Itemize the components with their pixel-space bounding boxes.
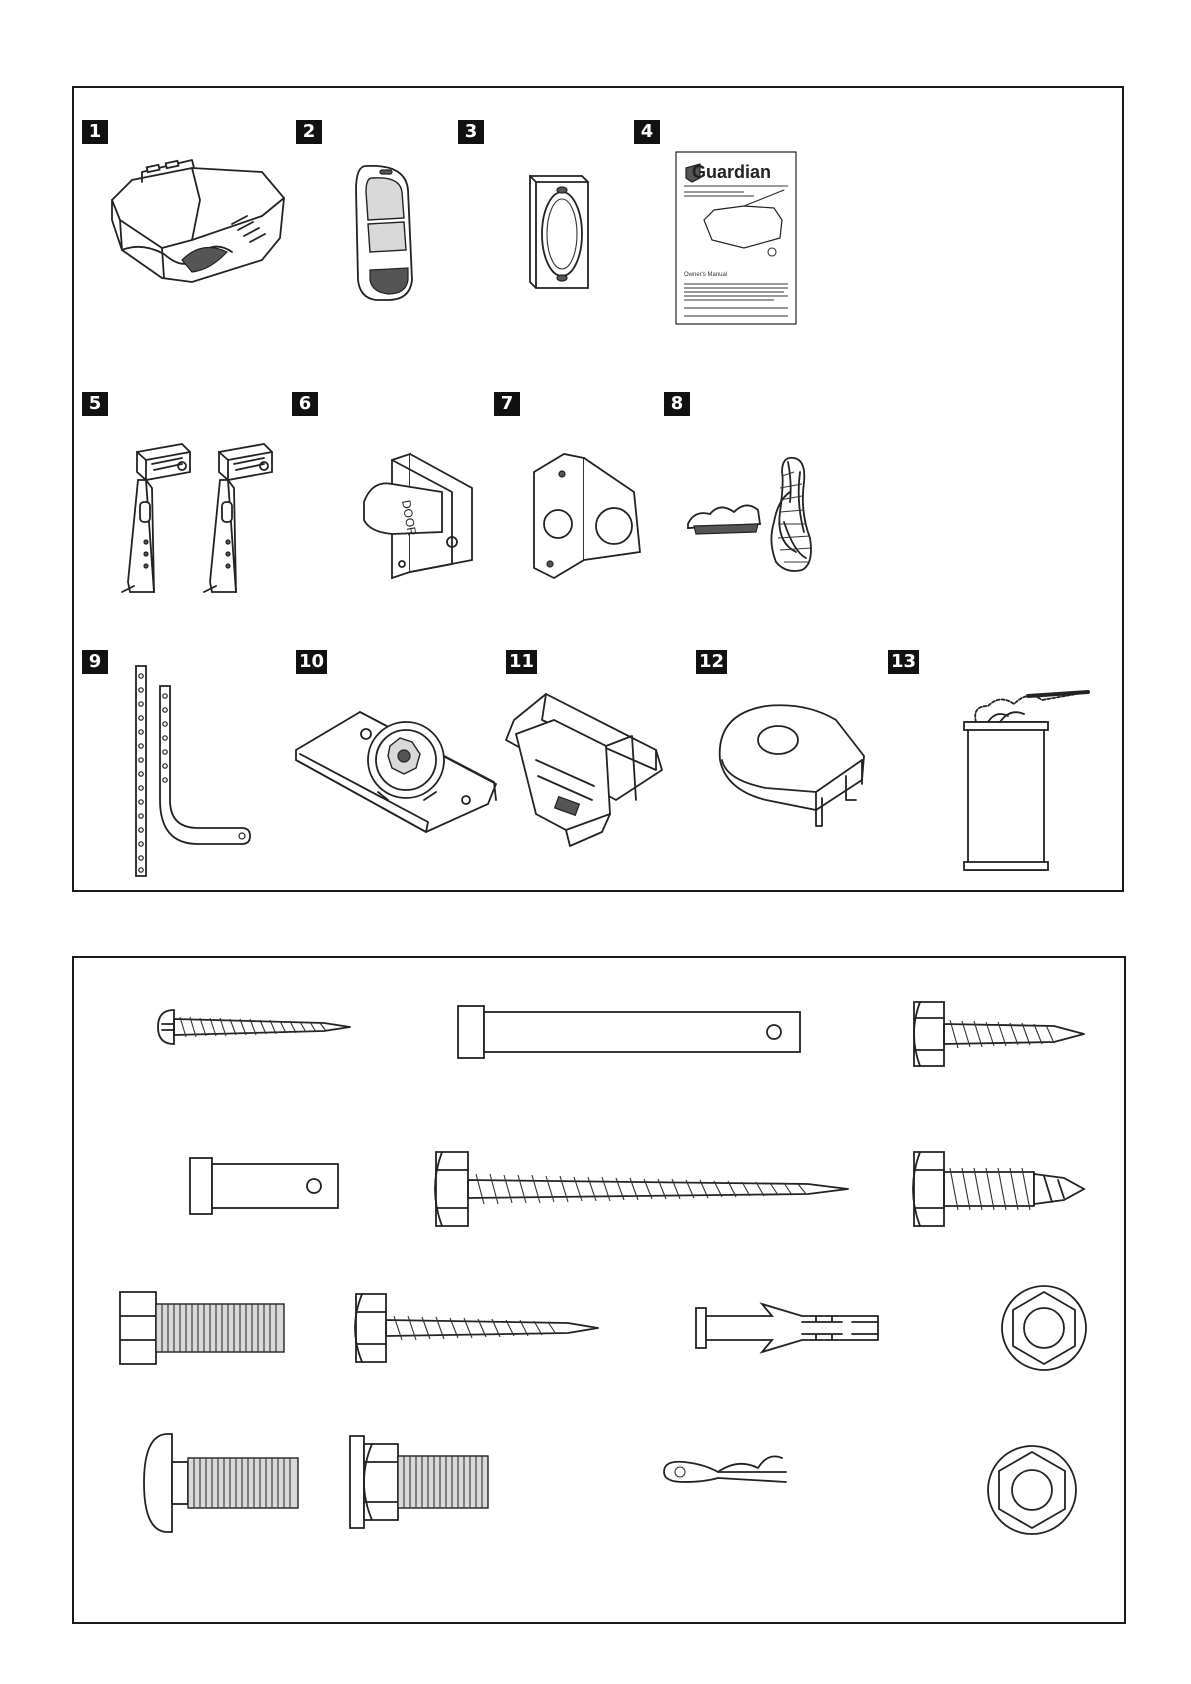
part-11: 11 [506,650,706,870]
part-10: 10 [296,650,516,870]
hardware-frame [72,956,1126,1624]
part-5: 5 [82,392,302,592]
owners-manual-icon: Guardian Owner's Manual [634,120,814,330]
part-9: 9 [82,650,282,880]
chain-and-belt-icon [888,650,1108,880]
emergency-release-handle-icon [664,392,894,592]
sprocket-cover-icon [696,650,896,870]
part-6: 6 DOOR [292,392,492,592]
part-4: 4 Guardian Owner's Manual [634,120,814,330]
hex-lag-screw-long-icon [428,1144,868,1234]
hex-washer-screw-short-icon [904,994,1104,1074]
clevis-pin-long-icon [454,1002,814,1062]
door-bracket-icon: DOOR [292,392,492,592]
hex-lag-screw-medium-icon [348,1288,618,1368]
carriage-bolt-icon [138,1428,308,1538]
parts-frame: 1 2 3 [72,86,1124,892]
part-2: 2 [296,120,436,300]
part-13: 13 [888,650,1108,880]
hex-nut-large-icon [982,1440,1082,1540]
safety-sensor-brackets-icon [82,392,302,592]
opener-motor-unit-icon [82,120,282,300]
manual-brand: Guardian [692,162,771,182]
remote-control-icon [296,120,436,300]
wall-button-icon [458,120,608,300]
part-8: 8 [664,392,894,592]
part-12: 12 [696,650,896,870]
part-3: 3 [458,120,608,300]
self-drilling-screw-icon [904,1144,1104,1234]
sprocket-assembly-icon [296,650,516,870]
hex-bolt-icon [116,1288,296,1368]
manual-subtitle: Owner's Manual [684,272,727,278]
part-1: 1 [82,120,282,300]
door-arms-icon [82,650,282,880]
flange-bolt-icon [342,1432,502,1532]
trolley-icon [506,650,706,870]
round-head-screw-icon [154,1002,374,1052]
hex-nut-small-icon [994,1278,1094,1378]
wall-anchor-icon [692,1298,892,1358]
clevis-pin-short-icon [186,1154,346,1218]
hitch-pin-clip-icon [658,1448,798,1508]
